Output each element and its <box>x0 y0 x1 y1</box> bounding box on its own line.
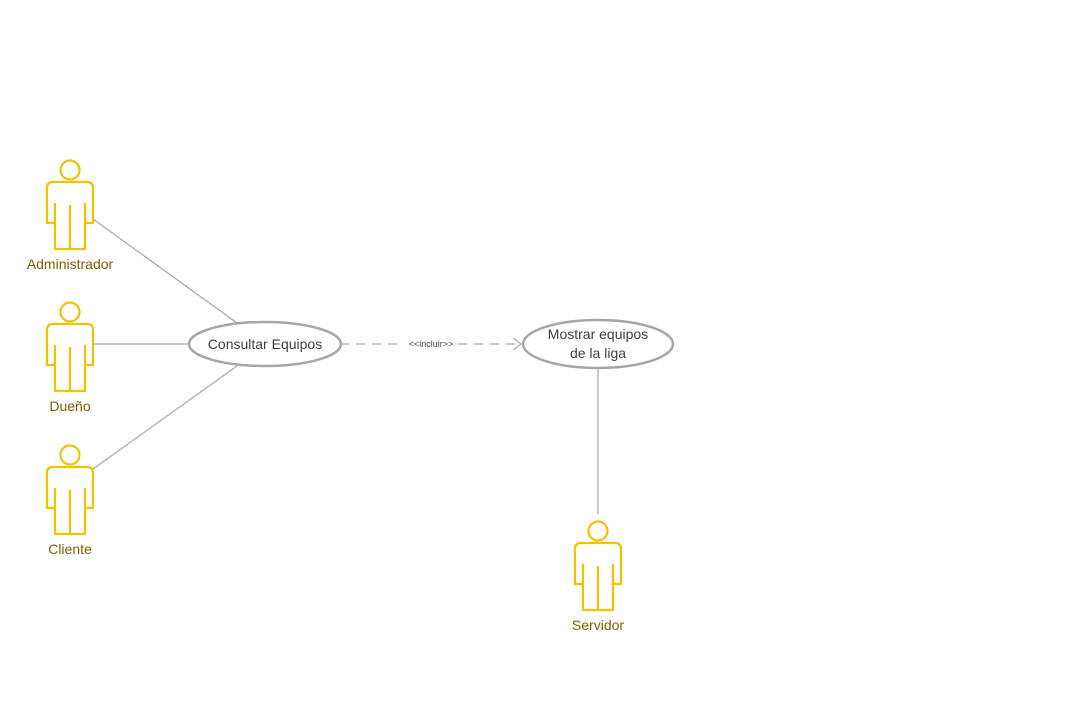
actor-icon <box>45 159 95 251</box>
association-cliente <box>92 365 238 470</box>
actor-label-administrador: Administrador <box>27 256 114 272</box>
use-case-mostrar-equipos[interactable]: Mostrar equipos de la liga <box>521 318 675 370</box>
actor-label-servidor: Servidor <box>572 617 624 633</box>
use-case-mostrar-label-line1: Mostrar equipos <box>548 326 648 342</box>
include-label: <<incluir>> <box>409 339 454 349</box>
actor-administrador[interactable]: Administrador <box>27 159 114 273</box>
actor-dueno[interactable]: Dueño <box>45 301 95 415</box>
use-case-consultar-label: Consultar Equipos <box>208 336 322 352</box>
actor-icon <box>573 520 623 612</box>
use-case-mostrar-label-line2: de la liga <box>570 345 626 361</box>
actor-label-cliente: Cliente <box>48 541 92 557</box>
association-administrador <box>92 218 238 324</box>
actor-label-dueno: Dueño <box>49 398 90 414</box>
actor-cliente[interactable]: Cliente <box>45 444 95 558</box>
actor-icon <box>45 444 95 536</box>
actor-icon <box>45 301 95 393</box>
include-arrowhead <box>512 337 522 351</box>
actor-servidor[interactable]: Servidor <box>572 520 624 634</box>
use-case-consultar-equipos[interactable]: Consultar Equipos <box>187 320 343 368</box>
